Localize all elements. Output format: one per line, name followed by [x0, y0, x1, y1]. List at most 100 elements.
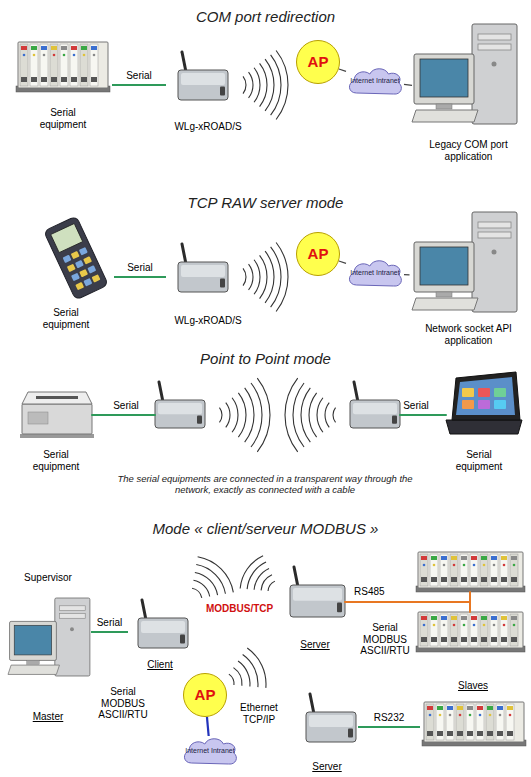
plc-led: [463, 624, 466, 627]
plc-module: [60, 44, 68, 86]
wave-arc: [195, 572, 218, 595]
wave-arc: [265, 59, 274, 111]
plc-led: [439, 714, 442, 717]
wifi-serial-adapter: [138, 600, 188, 648]
plc-led: [73, 54, 76, 57]
plc-module: [420, 614, 428, 646]
pos-tile: [478, 400, 490, 409]
adapter-face: [309, 715, 353, 727]
plc-module: [426, 704, 434, 740]
connector-line: [404, 274, 410, 275]
plc-module-top: [431, 616, 437, 620]
terminal-key: [79, 247, 88, 255]
plc-terminal: [431, 577, 437, 582]
wave-arc: [261, 575, 272, 591]
computer-illustration: [8, 598, 90, 676]
plc-terminal: [471, 637, 477, 642]
terminal-body: [44, 216, 109, 300]
wave-arc: [260, 255, 267, 298]
plc-led: [463, 564, 466, 567]
plc-module: [450, 614, 458, 646]
adapter-body: [138, 618, 188, 648]
terminal-key: [87, 265, 96, 273]
pos-screen: [456, 377, 515, 415]
plc-module-top: [461, 616, 467, 620]
plc-module: [446, 704, 454, 740]
wave-arc: [240, 556, 263, 589]
serial-wires: [92, 415, 446, 416]
pc-tower: [55, 598, 90, 676]
signal-label: Serial: [104, 400, 148, 412]
wave-arc: [238, 393, 246, 437]
pc-keyboard: [412, 298, 478, 310]
plc-module: [470, 554, 478, 586]
plc-terminal: [487, 731, 493, 736]
node-label: Supervisor: [24, 572, 72, 584]
wave-arc: [301, 388, 310, 442]
wave-arc: [243, 655, 258, 688]
plc-led: [83, 54, 86, 57]
antenna: [182, 52, 186, 72]
plc-module-top: [81, 46, 87, 50]
plc-terminal: [491, 577, 497, 582]
wave-arc: [229, 674, 234, 685]
wave-arc: [226, 403, 230, 428]
plc-terminal: [431, 637, 437, 642]
plc-terminal: [41, 77, 47, 82]
plc-led: [483, 564, 486, 567]
equipment-node: WLg-xROAD/S: [166, 244, 250, 326]
pc-drive: [59, 606, 85, 611]
plc-module: [470, 614, 478, 646]
adapter-face: [158, 403, 202, 414]
plc-terminal: [441, 577, 447, 582]
network-cloud: Internet Intranet: [181, 736, 239, 766]
plc-module-top: [451, 556, 457, 560]
adapter-port: [180, 635, 185, 644]
pc-button: [70, 627, 74, 631]
plc-terminal: [437, 731, 443, 736]
signal-label: RS485: [354, 586, 394, 598]
plc-led: [473, 624, 476, 627]
wave-arc: [192, 588, 202, 598]
equipment-node: Serial equipment: [14, 38, 112, 130]
plc-module-top: [477, 706, 483, 710]
node-label: WLg-xROAD/S: [174, 315, 241, 327]
terminal-key: [92, 274, 101, 282]
access-point-circle: AP: [296, 40, 340, 84]
wave-arc: [268, 581, 275, 591]
plc-module: [450, 554, 458, 586]
wifi-serial-adapter: [290, 567, 345, 617]
plc-module-top: [421, 556, 427, 560]
section-title: COM port redirection: [0, 8, 531, 25]
plc-module-top: [51, 46, 57, 50]
pc-monitor: [414, 54, 474, 104]
plc-terminal: [491, 637, 497, 642]
plc-module: [490, 554, 498, 586]
wave-arc: [243, 76, 246, 93]
plc-module-top: [481, 616, 487, 620]
terminal-key: [67, 264, 76, 272]
plc-led: [53, 54, 56, 57]
plc-illustration: [422, 702, 526, 746]
node-label: Slaves: [458, 680, 488, 692]
plc-module-top: [491, 616, 497, 620]
plc-terminal: [451, 637, 457, 642]
plc-led: [423, 564, 426, 567]
antenna: [354, 382, 358, 402]
antenna: [159, 382, 163, 402]
plc-module-top: [471, 556, 477, 560]
plc-led: [459, 714, 462, 717]
adapter-body: [178, 262, 228, 292]
plc-led: [43, 54, 46, 57]
adapter-body: [178, 70, 228, 100]
node-label: Master: [33, 711, 64, 723]
adapter-face: [181, 73, 225, 85]
plc-module: [70, 44, 78, 86]
pos-base: [446, 420, 522, 434]
adapter-body: [350, 400, 400, 428]
section-title: Mode « client/serveur MODBUS »: [0, 520, 531, 537]
pc-monitor: [414, 242, 474, 292]
plc-module-top: [457, 706, 463, 710]
